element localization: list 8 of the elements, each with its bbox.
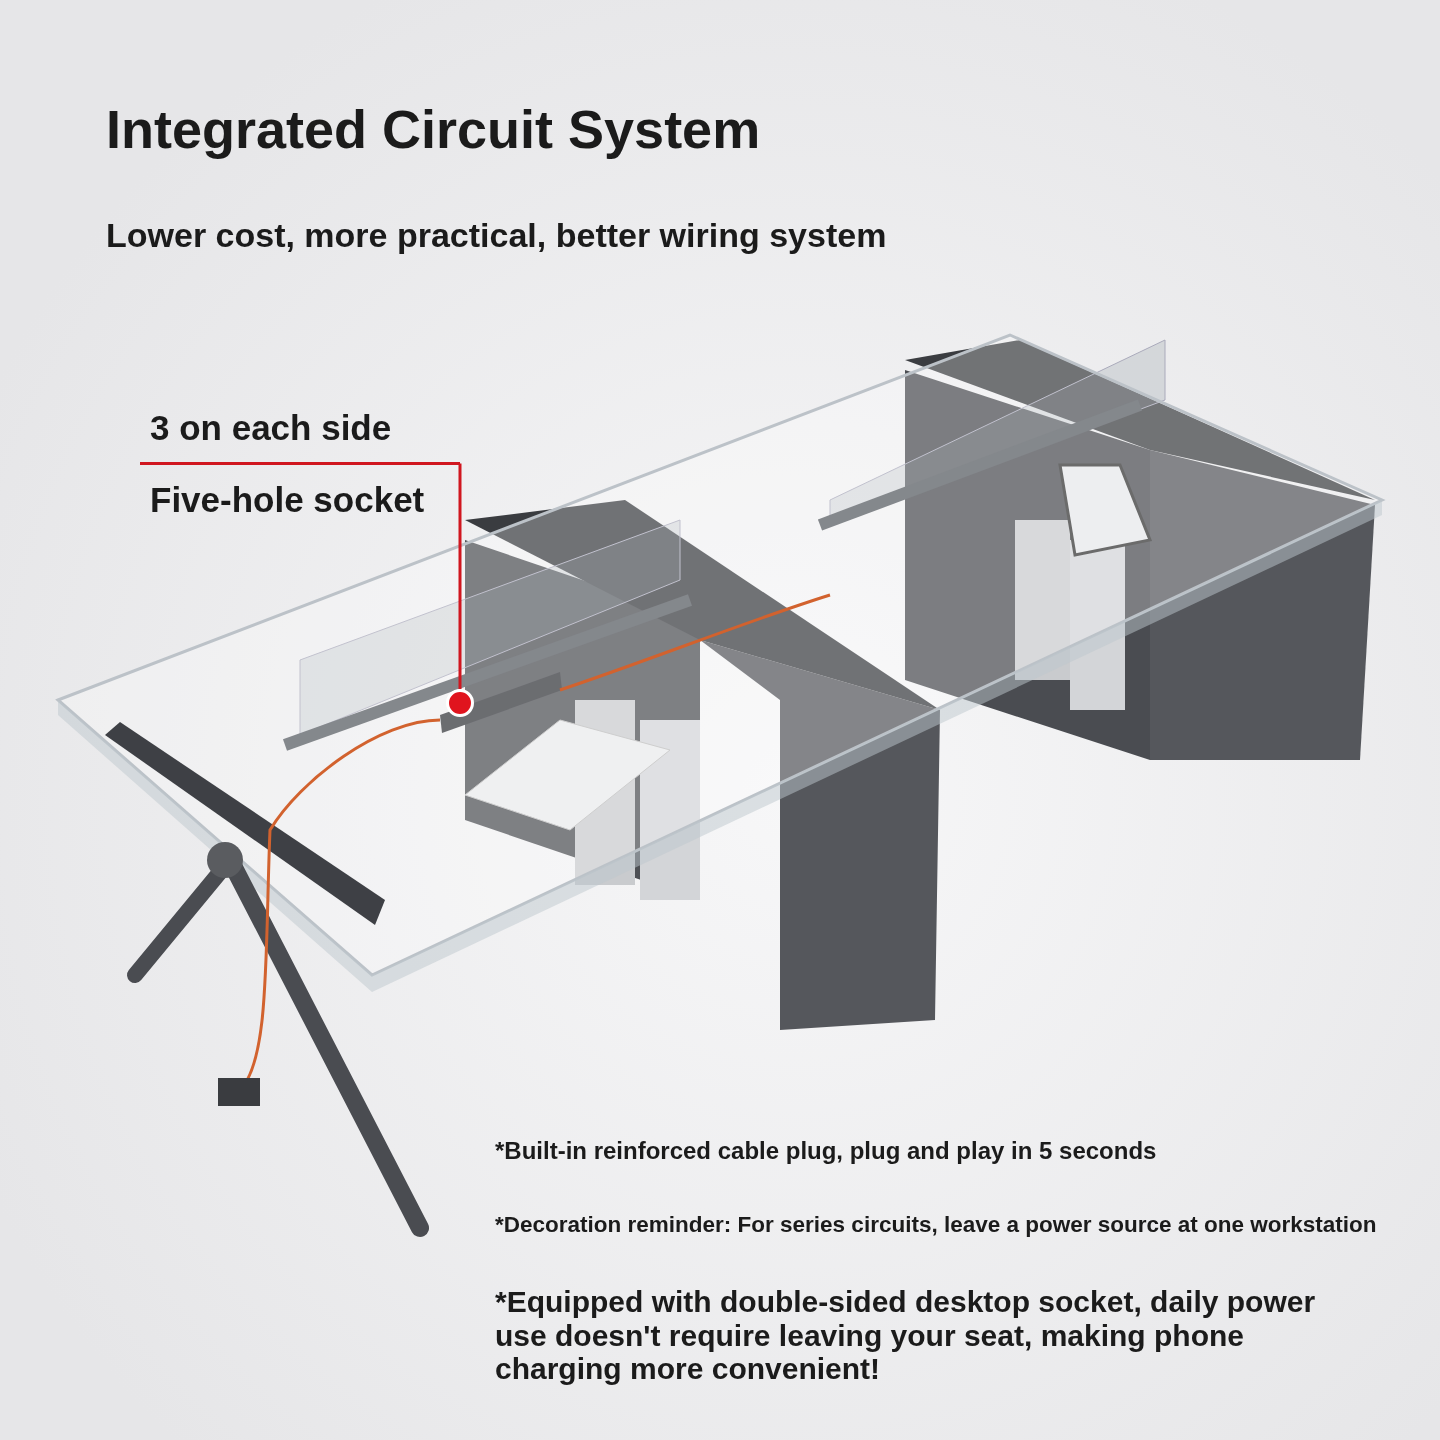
subtitle: Lower cost, more practical, better wiring system <box>106 216 887 255</box>
note-text: *Equipped with double-sided desktop socket, daily power use doesn't require leaving your seat, making phone charging more convenient! <box>495 1285 1317 1386</box>
callout-text: 3 on each side <box>150 408 392 448</box>
note-text: *Decoration reminder: For series circuits, leave a power source at one workstation <box>495 1212 1377 1238</box>
note-text: *Built-in reinforced cable plug, plug and play in 5 seconds <box>495 1138 1157 1165</box>
heading: Integrated Circuit System <box>106 98 761 160</box>
leader-line <box>458 462 462 689</box>
callout-text: Five-hole socket <box>150 480 425 520</box>
